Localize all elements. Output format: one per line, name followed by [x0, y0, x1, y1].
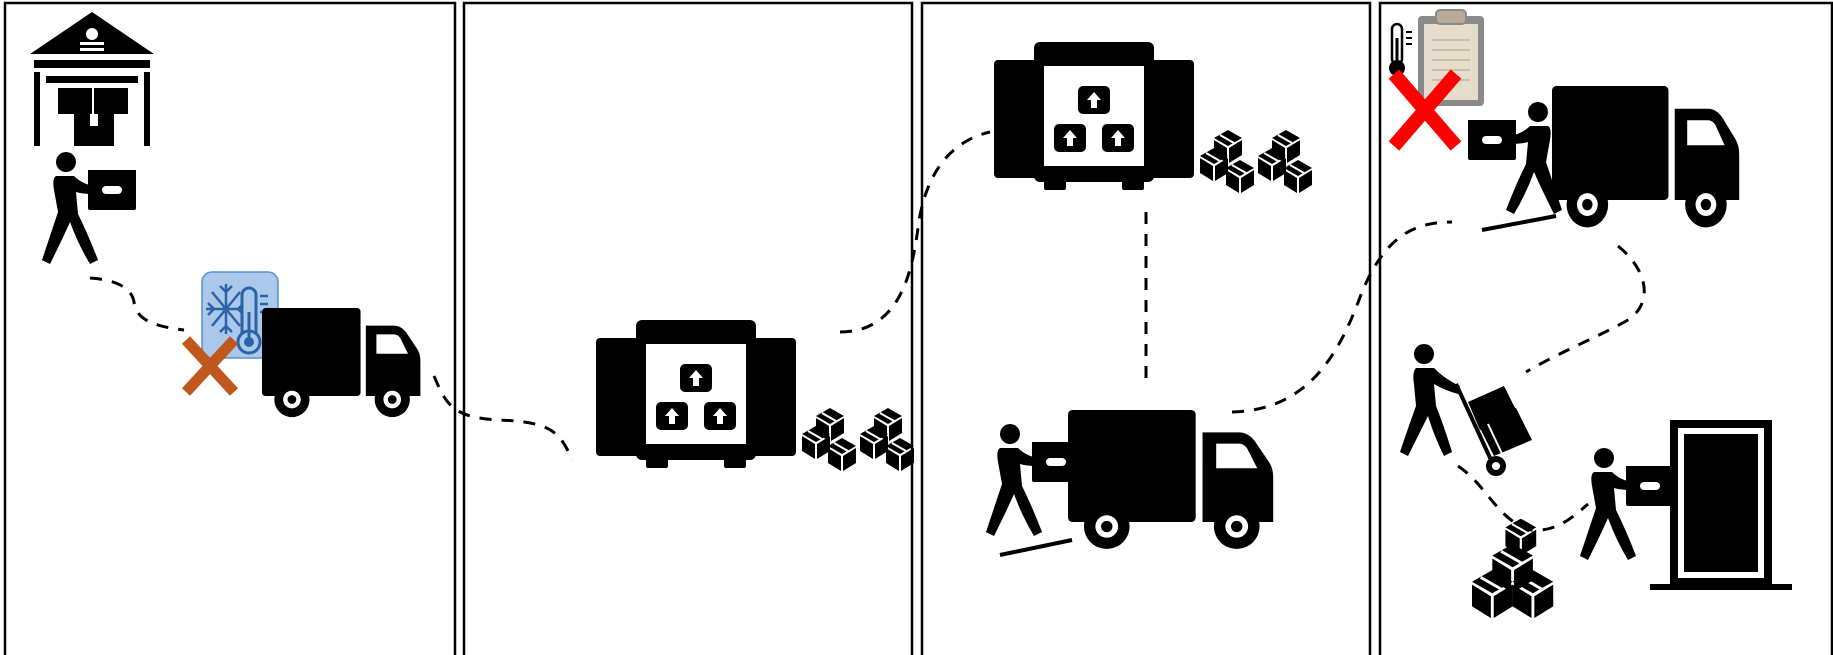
clipboard-icon	[1418, 10, 1484, 106]
stacked-boxes-icon	[802, 408, 914, 471]
route-segment-3	[840, 132, 990, 332]
person-carrying-box-icon	[1580, 448, 1674, 560]
person-carrying-box-icon	[986, 424, 1080, 536]
stacked-boxes-icon	[1200, 130, 1312, 193]
hand-truck-icon	[1400, 344, 1532, 476]
thermometer-icon	[1389, 24, 1412, 76]
delivery-truck-icon	[1552, 86, 1739, 227]
delivery-truck-icon	[1068, 410, 1273, 549]
delivery-truck-icon	[262, 308, 420, 417]
loading-ramp	[1000, 540, 1072, 555]
person-carrying-box-icon	[1468, 102, 1562, 214]
warehouse-icon	[30, 12, 154, 146]
route-segment-1	[90, 278, 184, 330]
person-carrying-box-icon	[42, 152, 136, 264]
stacked-boxes-icon	[1472, 544, 1553, 618]
cold-storage-unit-icon	[994, 42, 1194, 190]
cold-storage-unit-icon	[596, 320, 796, 468]
door-icon	[1650, 420, 1792, 590]
loading-ramp	[1482, 216, 1556, 230]
route-segment-6	[1526, 246, 1644, 372]
